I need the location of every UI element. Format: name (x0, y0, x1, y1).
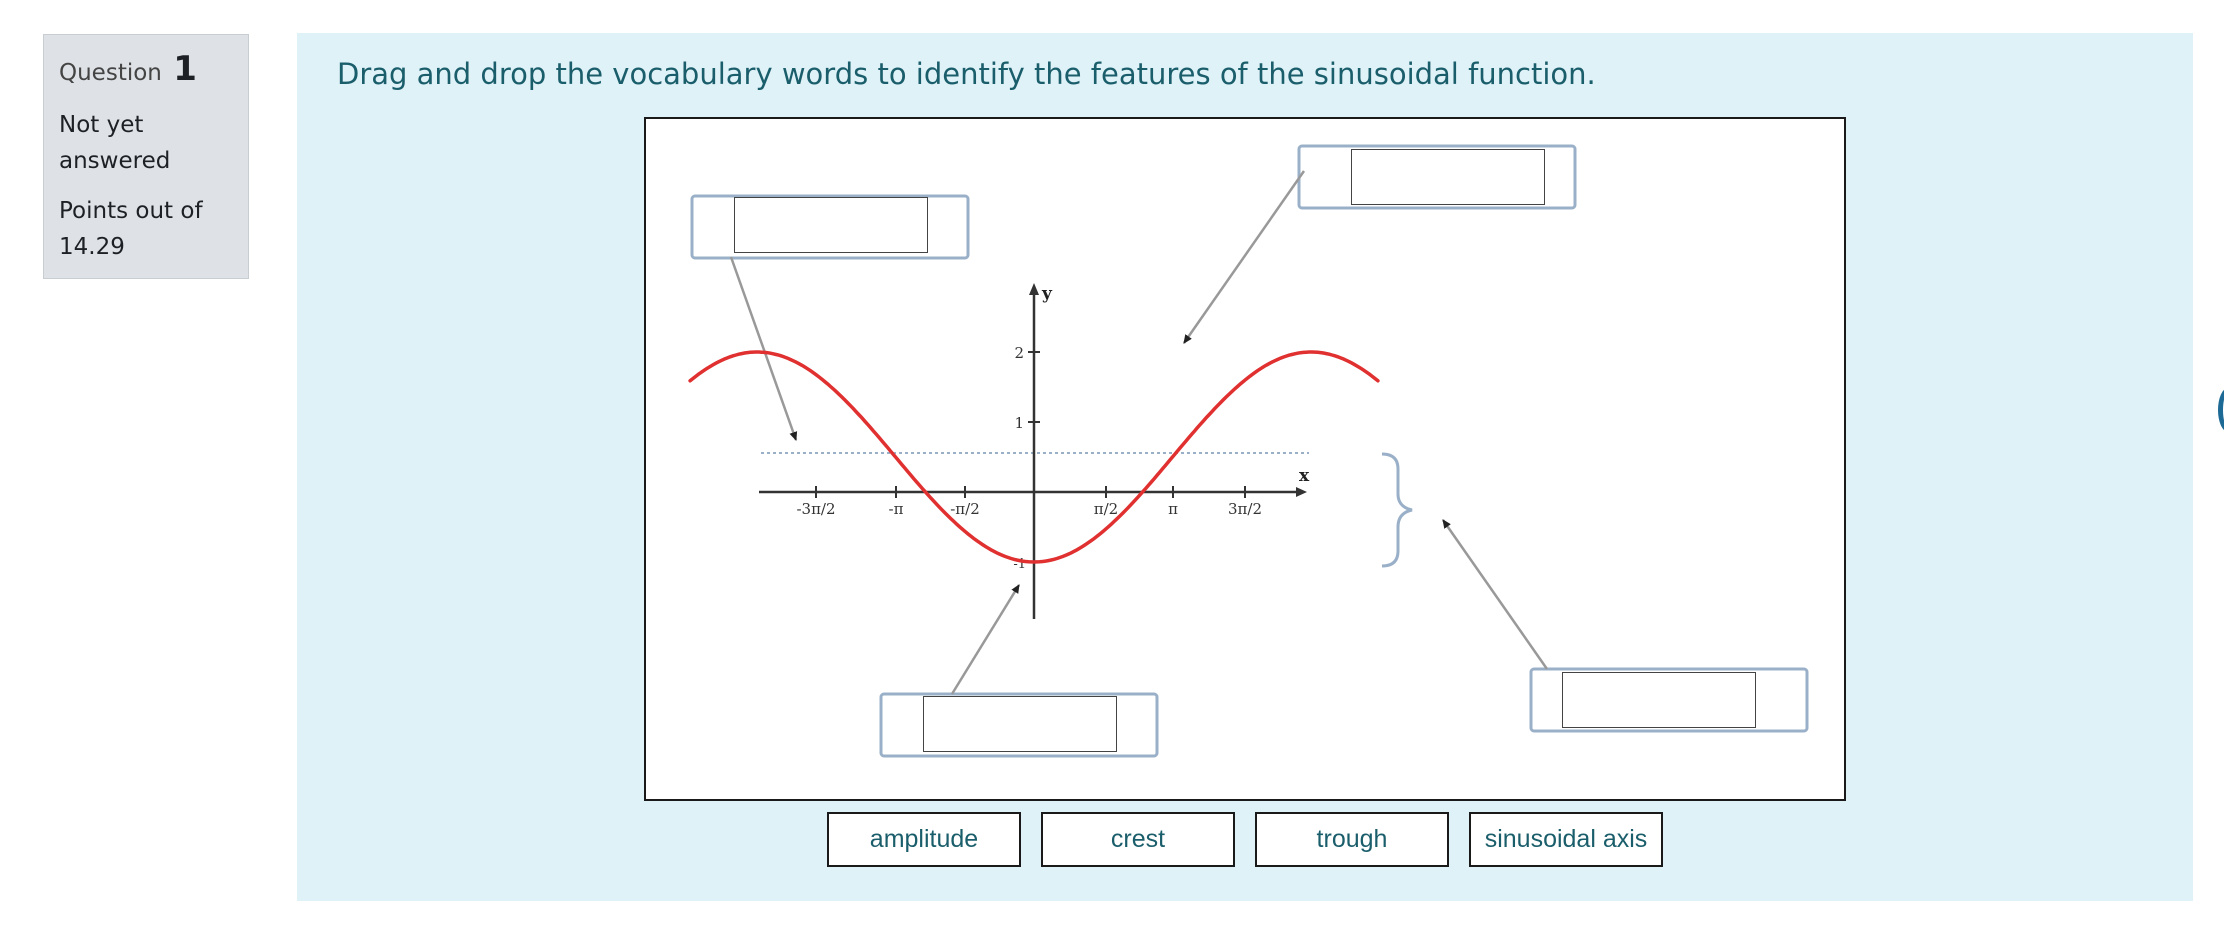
amplitude-bracket (1381, 452, 1413, 568)
pointer-arrows (729, 170, 1549, 695)
x-tick-label: π/2 (1094, 500, 1118, 518)
question-info-panel: Question 1 Not yet answered Points out o… (43, 34, 249, 279)
sinusoid-curve (688, 350, 1380, 564)
y-axis-label: y (1041, 284, 1053, 304)
x-axis-label: x (1299, 466, 1310, 486)
x-tick-label: -3π/2 (796, 500, 835, 518)
y-axis-arrow-icon (1029, 283, 1039, 295)
label-frame-bottom-right (1529, 667, 1809, 733)
y-tick-label: 2 (1014, 344, 1024, 362)
choice-amplitude[interactable]: amplitude (827, 812, 1021, 867)
question-number: 1 (173, 49, 197, 89)
arrow-to-amplitude-bracket (1441, 519, 1549, 670)
drop-zone-4[interactable] (1562, 672, 1756, 728)
choice-crest[interactable]: crest (1041, 812, 1235, 867)
question-grade: Points out of 14.29 (59, 198, 203, 260)
question-state: Not yet answered (59, 112, 171, 174)
choice-sinusoidal-axis[interactable]: sinusoidal axis (1469, 812, 1663, 867)
question-text: Drag and drop the vocabulary words to id… (337, 57, 1596, 91)
x-tick-label: π (1168, 500, 1178, 518)
label-frame-bottom-left (879, 692, 1159, 758)
y-tick-label: 1 (1014, 414, 1024, 432)
question-formulation: Drag and drop the vocabulary words to id… (297, 33, 2193, 901)
x-tick-label: 3π/2 (1228, 500, 1262, 518)
drop-zone-1[interactable] (734, 197, 928, 253)
arrow-to-trough (950, 584, 1021, 695)
x-ticks (815, 486, 1246, 498)
x-tick-label: -π (889, 500, 904, 518)
choice-trough[interactable]: trough (1255, 812, 1449, 867)
arrow-to-crest (1182, 170, 1306, 344)
x-tick-label: -π/2 (950, 500, 980, 518)
question-number-line: Question 1 (59, 52, 233, 89)
question-label: Question (59, 60, 162, 86)
label-frame-top-left (690, 194, 970, 260)
x-axis-arrow-icon (1296, 487, 1307, 497)
block-drawer-handle-icon[interactable] (2218, 388, 2224, 432)
arrow-to-axis-crossing (729, 256, 798, 441)
label-box-frames (690, 144, 1809, 758)
drop-zone-3[interactable] (923, 696, 1117, 752)
sinusoid-graph: y x 2 1 -1 -3π/2 -π -π/2 π/ (688, 144, 1809, 758)
drop-background-image: y x 2 1 -1 -3π/2 -π -π/2 π/ (644, 117, 1846, 801)
drop-zone-2[interactable] (1351, 149, 1545, 205)
